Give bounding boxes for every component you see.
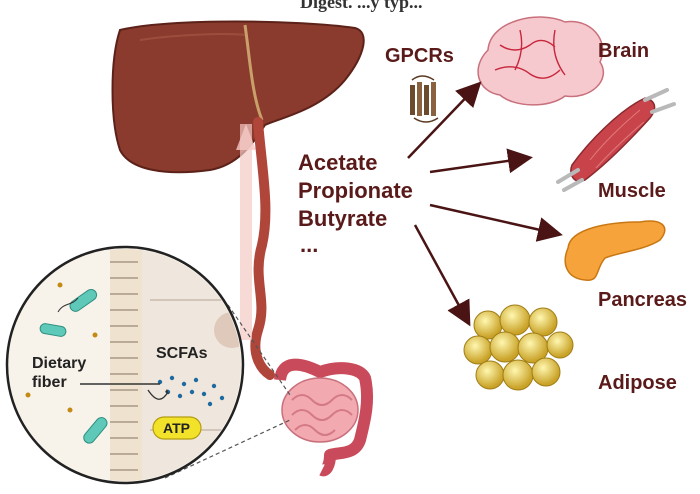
scfa-acetate-label: Acetate: [298, 150, 378, 175]
dietary-fiber-label-line2: fiber: [32, 374, 67, 391]
scfa-propionate-label: Propionate: [298, 178, 413, 203]
gpcr-receptor-icon: [410, 75, 439, 123]
brain-illustration: [477, 16, 605, 106]
liver-illustration: [111, 20, 365, 174]
dietary-fiber-label-line1: Dietary: [32, 355, 87, 372]
gut-lumen-inset: [5, 245, 245, 485]
muscle-illustration: [556, 88, 676, 192]
zoom-lines: [164, 304, 291, 479]
portal-vein: [236, 117, 275, 380]
brain-label: Brain: [598, 40, 650, 62]
scfa-arrows: [407, 81, 563, 327]
muscle-label: Muscle: [598, 180, 666, 202]
pancreas-label: Pancreas: [598, 289, 687, 311]
gpcrs-label: GPCRs: [385, 45, 454, 67]
partial-title: Digest. ...y typ...: [300, 0, 423, 12]
scfas-inset-label: SCFAs: [156, 345, 208, 362]
pancreas-illustration: [564, 220, 666, 281]
adipose-label: Adipose: [598, 372, 677, 394]
intestine-illustration: [274, 358, 374, 477]
scfa-butyrate-label: Butyrate: [298, 206, 388, 231]
adipose-illustration: [463, 304, 574, 391]
atp-badge-label: ATP: [163, 420, 190, 436]
scfa-ellipsis-label: ...: [300, 232, 319, 257]
